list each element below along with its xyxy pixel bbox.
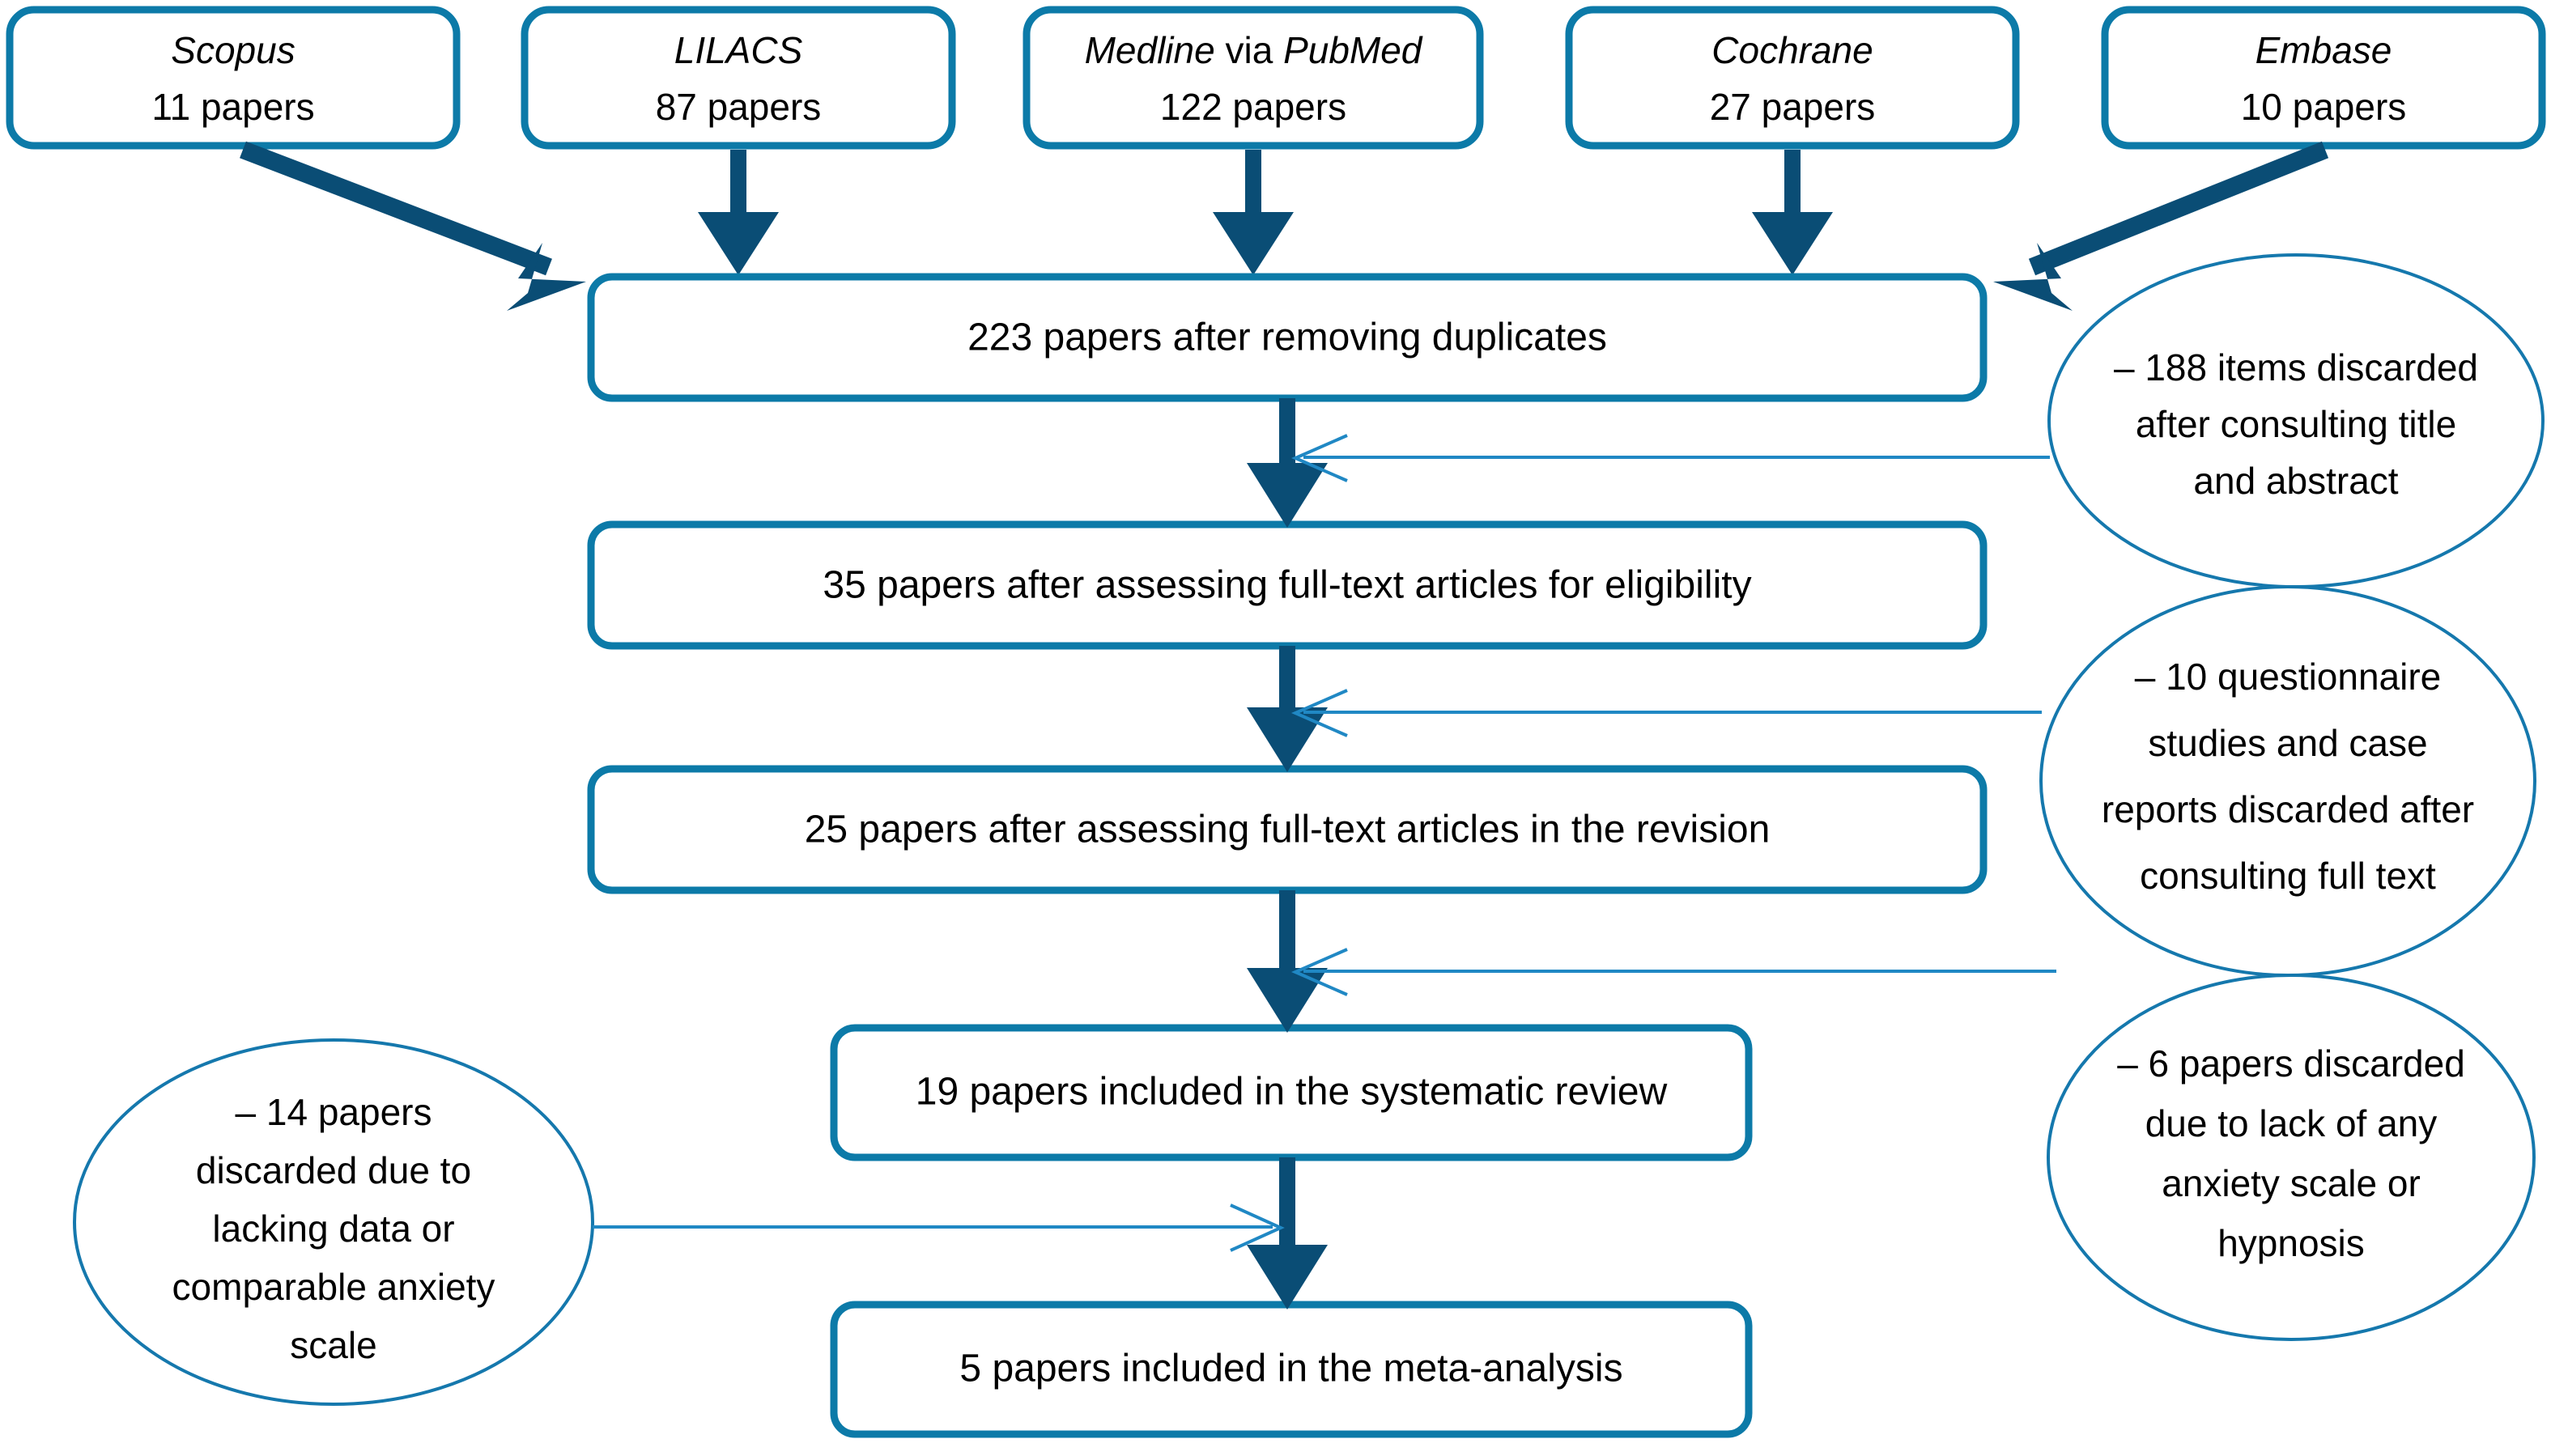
source-box-cochrane-name: Cochrane xyxy=(1711,29,1873,71)
exclusion-ellipse-6-line-4: hypnosis xyxy=(2217,1222,2365,1264)
stage-box-dedup-label: 223 papers after removing duplicates xyxy=(967,316,1607,359)
connector-dedup-to-eligible-arrowhead xyxy=(1247,463,1328,528)
source-box-medline-shape xyxy=(1023,6,1484,150)
leader-line-14-arrowhead xyxy=(1230,1203,1285,1252)
connector-embase-line xyxy=(2028,141,2329,276)
connector-scopus-line xyxy=(240,141,552,276)
connector-systematic-to-meta-arrowhead xyxy=(1247,1245,1328,1310)
connector-eligible-to-revision-arrowhead xyxy=(1247,707,1328,772)
exclusion-ellipse-188: – 188 items discarded after consulting t… xyxy=(2047,253,2545,588)
exclusion-ellipse-10-shape xyxy=(2039,585,2536,977)
leader-line-14 xyxy=(593,1203,1285,1252)
connector-lilacs-to-dedup xyxy=(698,150,779,275)
stage-box-meta-label: 5 papers included in the meta-analysis xyxy=(959,1348,1622,1390)
connector-scopus-to-dedup xyxy=(240,141,586,311)
stage-box-revision: 25 papers after assessing full-text arti… xyxy=(587,765,1988,894)
source-box-medline-name-via: via xyxy=(1215,29,1283,71)
source-box-medline-name-part2: PubMed xyxy=(1283,29,1423,71)
source-box-cochrane-shape xyxy=(1565,6,2020,150)
source-box-lilacs-count: 87 papers xyxy=(656,86,822,128)
source-box-embase-name: Embase xyxy=(2256,29,2392,71)
exclusion-ellipse-14-shape xyxy=(73,1038,594,1406)
exclusion-ellipse-10: – 10 questionnaire studies and case repo… xyxy=(2039,585,2536,977)
exclusion-ellipse-14-line-1: – 14 papers xyxy=(236,1091,432,1133)
source-box-lilacs-shape xyxy=(521,6,956,150)
exclusion-ellipse-6-shape xyxy=(2047,974,2536,1341)
exclusion-ellipse-14-line-2: discarded due to xyxy=(196,1149,471,1191)
source-box-scopus-name: Scopus xyxy=(171,29,295,71)
source-box-medline: Medline via PubMed 122 papers xyxy=(1023,6,1484,150)
source-box-embase-shape xyxy=(2101,6,2546,150)
leader-line-10 xyxy=(1291,689,2042,737)
stage-box-eligible-label: 35 papers after assessing full-text arti… xyxy=(823,564,1751,607)
source-box-cochrane: Cochrane 27 papers xyxy=(1565,6,2020,150)
connector-lilacs-arrowhead xyxy=(698,212,779,275)
exclusion-ellipse-10-line-3: reports discarded after xyxy=(2102,788,2474,830)
stage-box-systematic-label: 19 papers included in the systematic rev… xyxy=(916,1071,1668,1114)
exclusion-ellipse-6: – 6 papers discarded due to lack of any … xyxy=(2047,974,2536,1341)
exclusion-ellipse-14: – 14 papers discarded due to lacking dat… xyxy=(73,1038,594,1406)
source-box-medline-name: Medline via PubMed xyxy=(1085,29,1423,71)
exclusion-ellipse-6-line-1: – 6 papers discarded xyxy=(2117,1042,2465,1085)
connector-revision-to-systematic-arrowhead xyxy=(1247,968,1328,1033)
connector-dedup-to-eligible xyxy=(1247,398,1328,528)
exclusion-ellipse-188-line-2: after consulting title xyxy=(2136,403,2456,445)
exclusion-ellipse-14-line-4: comparable anxiety xyxy=(172,1266,495,1308)
source-box-embase-count: 10 papers xyxy=(2241,86,2407,128)
source-box-scopus-count: 11 papers xyxy=(151,86,314,128)
exclusion-ellipse-6-line-2: due to lack of any xyxy=(2145,1102,2438,1144)
stage-box-eligible: 35 papers after assessing full-text arti… xyxy=(587,520,1988,650)
connector-embase-to-dedup xyxy=(1993,141,2329,311)
exclusion-ellipse-6-line-3: anxiety scale or xyxy=(2162,1162,2421,1204)
connector-embase-arrowhead xyxy=(1993,243,2073,311)
source-box-lilacs-name: LILACS xyxy=(674,29,803,71)
leader-line-10-arrowhead xyxy=(1291,689,1348,737)
stage-box-meta-shape xyxy=(830,1301,1753,1438)
connector-medline-arrowhead xyxy=(1213,212,1294,275)
exclusion-ellipse-10-line-1: – 10 questionnaire xyxy=(2135,656,2442,698)
leader-line-6-arrowhead xyxy=(1291,948,1348,996)
exclusion-ellipse-188-line-3: and abstract xyxy=(2193,460,2398,502)
source-box-medline-count: 122 papers xyxy=(1160,86,1346,128)
exclusion-ellipse-10-line-2: studies and case xyxy=(2148,722,2427,764)
connector-cochrane-to-dedup xyxy=(1752,150,1833,275)
leader-line-188 xyxy=(1291,434,2050,482)
source-box-medline-name-part1: Medline xyxy=(1085,29,1215,71)
source-box-cochrane-count: 27 papers xyxy=(1710,86,1876,128)
stage-box-systematic: 19 papers included in the systematic rev… xyxy=(830,1024,1753,1161)
exclusion-ellipse-188-line-1: – 188 items discarded xyxy=(2114,346,2478,388)
stage-box-dedup: 223 papers after removing duplicates xyxy=(587,273,1988,402)
leader-line-188-arrowhead xyxy=(1291,434,1348,482)
exclusion-ellipse-10-line-4: consulting full text xyxy=(2140,855,2436,897)
connector-medline-to-dedup xyxy=(1213,150,1294,275)
leader-line-6 xyxy=(1291,948,2056,996)
connector-eligible-to-revision xyxy=(1247,646,1328,772)
source-box-embase: Embase 10 papers xyxy=(2101,6,2546,150)
connector-revision-to-systematic xyxy=(1247,890,1328,1033)
exclusion-ellipse-14-line-3: lacking data or xyxy=(212,1208,454,1250)
stage-box-meta: 5 papers included in the meta-analysis xyxy=(830,1301,1753,1438)
connector-cochrane-arrowhead xyxy=(1752,212,1833,275)
exclusion-ellipse-14-line-5: scale xyxy=(290,1324,376,1366)
source-box-lilacs: LILACS 87 papers xyxy=(521,6,956,150)
connector-scopus-arrowhead xyxy=(507,243,586,311)
source-box-scopus-shape xyxy=(6,6,461,150)
stage-box-revision-label: 25 papers after assessing full-text arti… xyxy=(805,809,1771,851)
connector-systematic-to-meta xyxy=(1247,1157,1328,1310)
source-box-scopus: Scopus 11 papers xyxy=(6,6,461,150)
